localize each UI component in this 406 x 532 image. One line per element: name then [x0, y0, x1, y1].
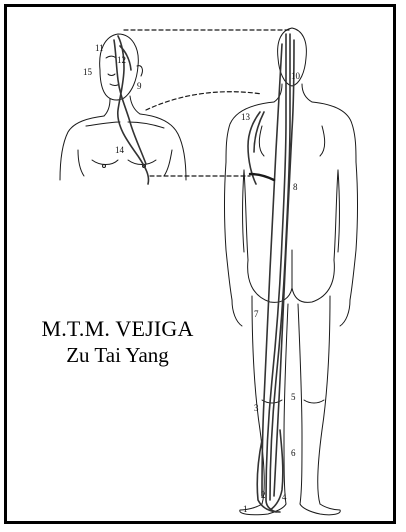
diagram-caption: M.T.M. VEJIGA Zu Tai Yang — [30, 316, 205, 368]
label-12: 12 — [117, 55, 126, 65]
caption-subtitle: Zu Tai Yang — [30, 342, 205, 368]
label-15: 15 — [83, 67, 93, 77]
label-6: 6 — [291, 448, 296, 458]
back-body-figure — [225, 28, 358, 515]
label-14: 14 — [115, 145, 125, 155]
label-10: 10 — [291, 71, 301, 81]
label-8: 8 — [293, 182, 298, 192]
label-4: 4 — [282, 492, 287, 502]
label-1: 1 — [243, 504, 248, 514]
label-9: 9 — [137, 81, 142, 91]
caption-title: M.T.M. VEJIGA — [30, 316, 205, 342]
label-3: 3 — [254, 403, 259, 413]
label-5: 5 — [291, 392, 296, 402]
label-7: 7 — [254, 309, 259, 319]
label-2: 2 — [261, 490, 266, 500]
label-13: 13 — [241, 112, 251, 122]
label-11: 11 — [95, 43, 104, 53]
